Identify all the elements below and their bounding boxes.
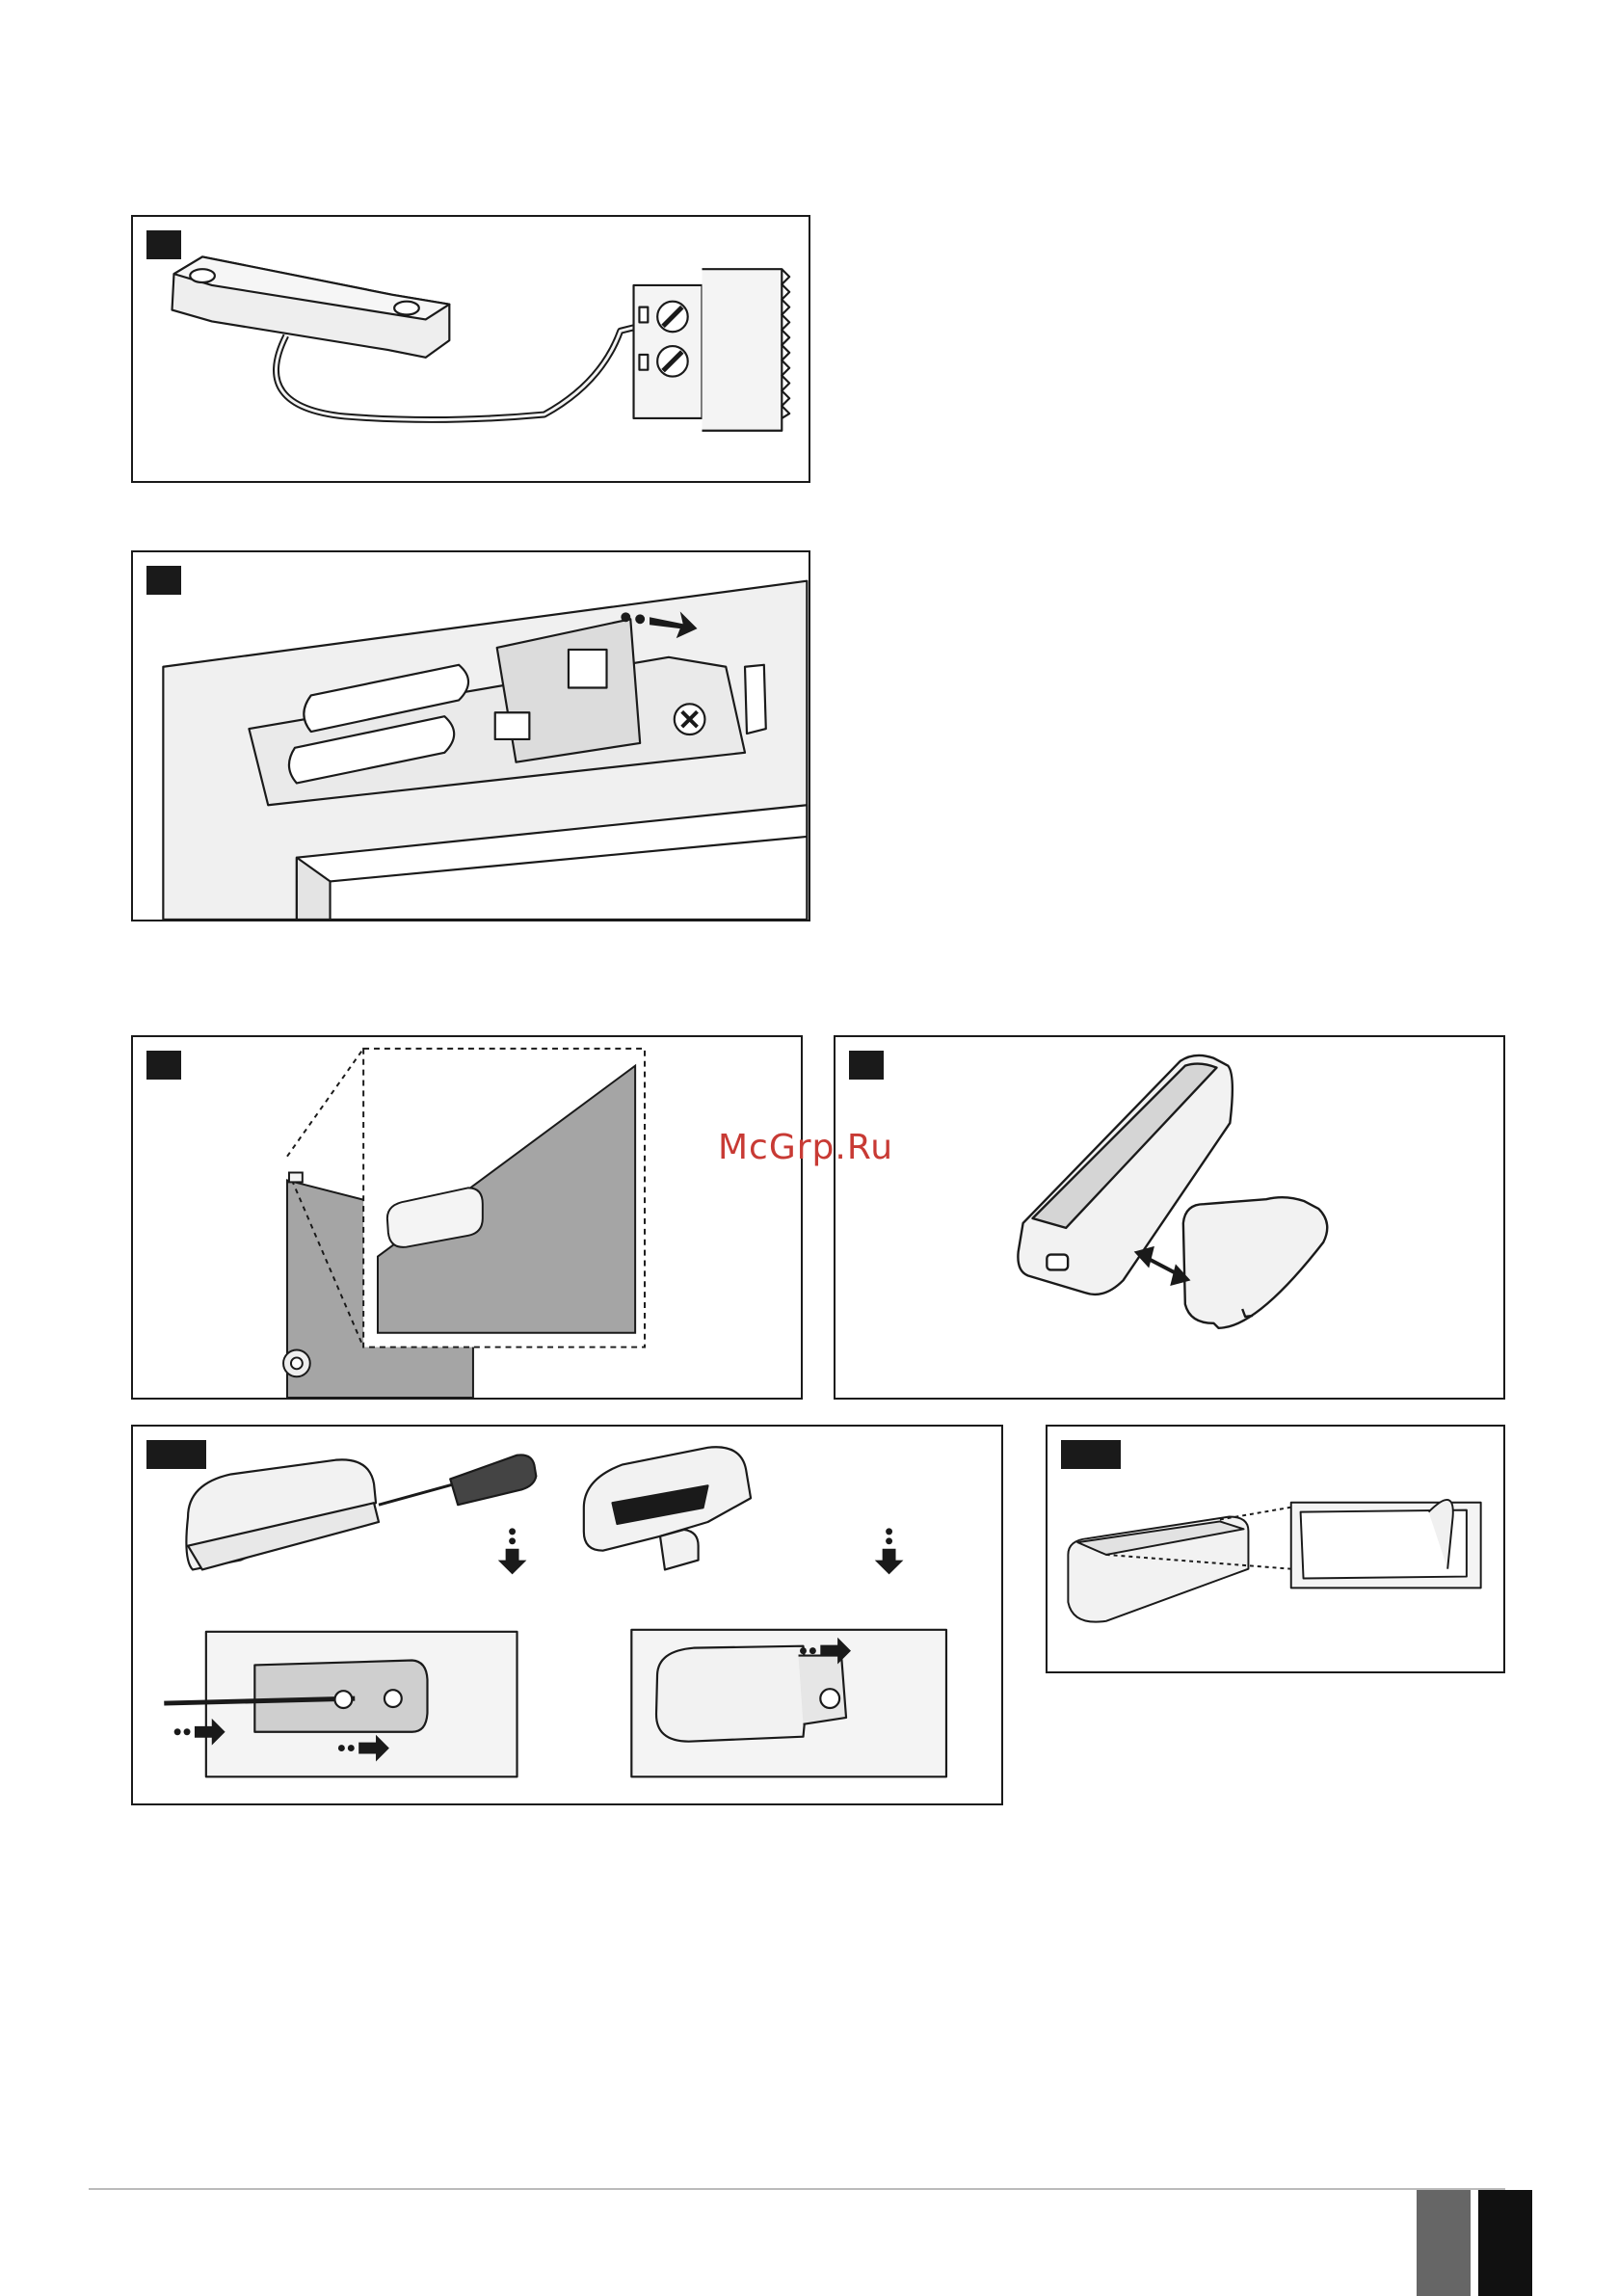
figure-battery-board xyxy=(131,550,810,921)
page-tab-black xyxy=(1478,2190,1532,2296)
figure-adhesive-tape xyxy=(1046,1425,1505,1673)
adhesive-tape-peel-icon xyxy=(1048,1427,1503,1671)
figure-door-mount xyxy=(131,1035,803,1400)
detector-and-magnet-icon xyxy=(836,1037,1503,1398)
page-tab-grey xyxy=(1417,2190,1471,2296)
screwdriver-and-screws-icon xyxy=(133,1427,1001,1803)
figure-wired-detector xyxy=(131,215,810,483)
magnetic-contact-with-terminal-block-icon xyxy=(133,217,809,481)
figure-detector-magnet xyxy=(834,1035,1505,1400)
watermark: McGrp.Ru xyxy=(718,1128,893,1167)
figure-cover-screw-mount xyxy=(131,1425,1003,1805)
footer-divider xyxy=(89,2188,1505,2190)
door-frame-zoom-icon xyxy=(133,1037,801,1398)
battery-board-arrow-icon xyxy=(133,552,809,920)
